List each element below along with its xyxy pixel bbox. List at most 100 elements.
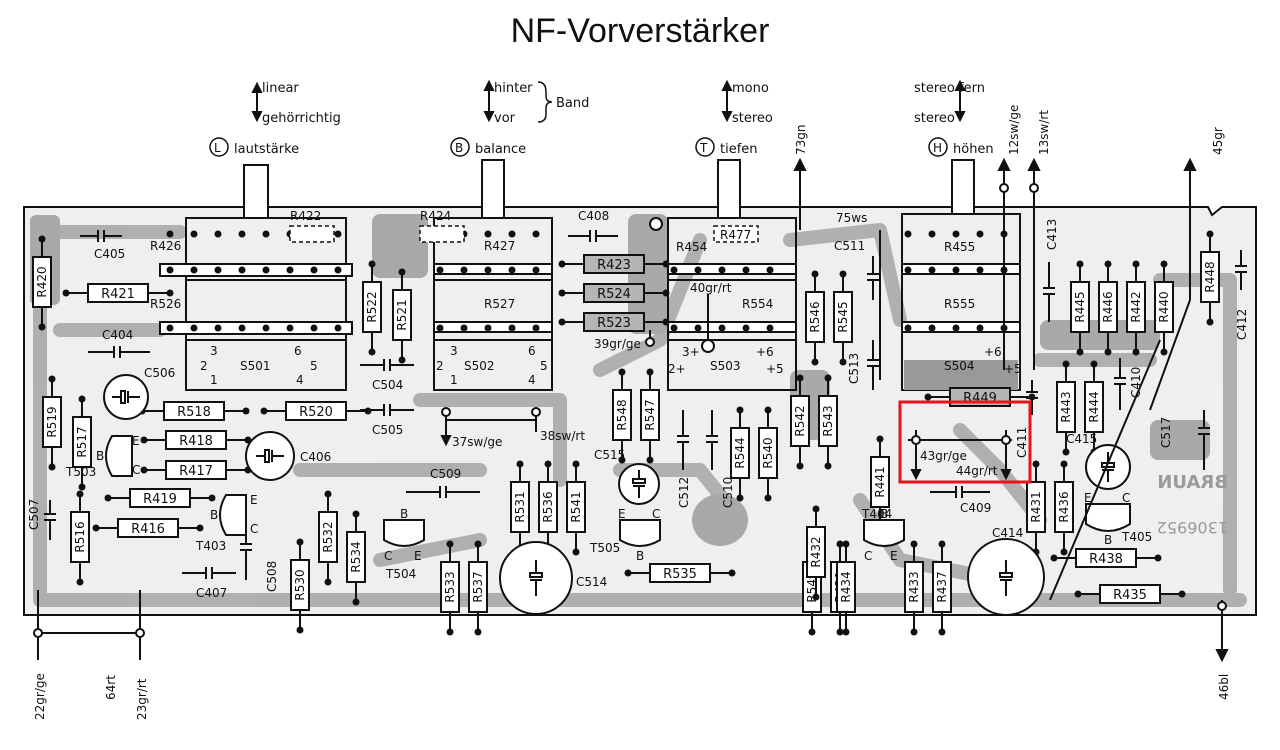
pin-b: B — [210, 508, 218, 522]
resistor-r527: R527 — [484, 297, 515, 311]
pin-c: C — [864, 549, 872, 563]
resistor-r436: R436 — [1054, 460, 1074, 556]
wire-terminals — [33, 183, 1227, 638]
pin-e: E — [250, 493, 258, 507]
resistor-r541: R541 — [566, 460, 586, 556]
resistor-label: R545 — [836, 301, 850, 332]
resistor-label: R446 — [1101, 291, 1115, 322]
resistor-r426: R426 — [150, 239, 181, 253]
resistor-r536: R536 — [538, 460, 558, 556]
pin-b: B — [636, 549, 644, 563]
control-letter: T — [699, 141, 708, 155]
control-letter: L — [214, 141, 221, 155]
resistor-r535: R535 — [624, 563, 736, 583]
resistor-label: R516 — [73, 521, 87, 552]
wire-label: 43gr/ge — [920, 449, 967, 463]
band-brace — [537, 81, 553, 123]
resistor-label: R543 — [821, 405, 835, 436]
transistor-label: T505 — [589, 541, 620, 555]
pin-number: 3+ — [682, 345, 700, 359]
switch-arrows — [251, 79, 966, 123]
resistor-label: R541 — [569, 491, 583, 522]
resistor-r534: R534 — [346, 510, 366, 606]
wire-label: 23gr/rt — [135, 678, 149, 720]
resistor-label: R424 — [420, 209, 451, 223]
pin-e: E — [890, 549, 898, 563]
resistor-r526: R526 — [150, 297, 181, 311]
resistor-r477: R477 — [713, 225, 759, 243]
resistor-r422: R422 — [289, 209, 335, 243]
resistor-label: R440 — [1157, 291, 1171, 322]
cap-label: C505 — [372, 423, 403, 437]
transistor-label: T405 — [1121, 530, 1152, 544]
resistor-r545: R545 — [833, 270, 853, 366]
pin-e: E — [414, 549, 422, 563]
resistor-label: R431 — [1029, 491, 1043, 522]
cap-label: C414 — [992, 526, 1023, 540]
pin-number: +6 — [756, 345, 774, 359]
control-circles — [209, 137, 948, 157]
pin-number: +6 — [984, 345, 1002, 359]
wire-label: 37sw/ge — [452, 435, 502, 449]
resistor-r537: R537 — [468, 540, 488, 636]
pin-number: 1 — [450, 373, 458, 387]
diagram-title: NF-Vorverstärker — [510, 12, 770, 50]
resistor-label: R455 — [944, 240, 975, 254]
pot-block-l — [185, 164, 347, 391]
cap-label: C408 — [578, 209, 609, 223]
pin-c: C — [132, 463, 140, 477]
resistor-label: R546 — [808, 301, 822, 332]
switch-label: vor — [494, 111, 516, 126]
resistor-r432: R432 — [806, 505, 826, 601]
cap-label: C506 — [144, 366, 175, 380]
resistor-r421: R421 — [62, 283, 174, 303]
cap-label: C406 — [300, 450, 331, 464]
control-name: höhen — [953, 142, 994, 157]
resistor-label: R421 — [101, 287, 135, 302]
pin-number: 6 — [528, 344, 536, 358]
pin-b: B — [400, 507, 408, 521]
resistor-label: R443 — [1059, 391, 1073, 422]
pin-c: C — [250, 522, 258, 536]
switch-label: Band — [556, 96, 589, 111]
wire-label: 13sw/rt — [1037, 110, 1051, 155]
resistor-r540: R540 — [758, 406, 778, 502]
resistor-r544: R544 — [730, 406, 750, 502]
resistor-r418: R418 — [140, 430, 252, 450]
resistor-label: R526 — [150, 297, 181, 311]
resistor-label: R437 — [935, 571, 949, 602]
wire-label: 39gr/ge — [594, 337, 641, 351]
resistor-label: R426 — [150, 239, 181, 253]
wire-label: 73gn — [794, 125, 808, 156]
cap-label: C412 — [1235, 309, 1249, 340]
resistor-label: R445 — [1073, 291, 1087, 322]
resistor-r521: R521 — [392, 268, 412, 364]
control-letter: B — [455, 141, 463, 155]
resistor-label: R418 — [179, 434, 213, 449]
resistor-label: R540 — [761, 437, 775, 468]
resistor-r443: R443 — [1056, 360, 1076, 456]
resistor-label: R544 — [733, 437, 747, 468]
cap-label: C409 — [960, 501, 991, 515]
resistor-r523: R523 — [558, 312, 670, 332]
cap-label: C405 — [94, 247, 125, 261]
highlight-box — [898, 400, 1032, 484]
resistor-r446: R446 — [1098, 260, 1118, 356]
resistor-label: R532 — [321, 521, 335, 552]
pin-number: 5 — [540, 359, 548, 373]
control-name: lautstärke — [234, 142, 299, 157]
resistor-label: R416 — [131, 522, 165, 537]
resistor-label: R542 — [793, 405, 807, 436]
pin-number: +5 — [766, 362, 784, 376]
resistor-r431: R431 — [1026, 460, 1046, 556]
pin-c: C — [1122, 491, 1130, 505]
control-name: tiefen — [720, 142, 758, 157]
resistor-r548: R548 — [612, 368, 632, 464]
switch-label: hinter — [494, 81, 533, 96]
cap-label: C510 — [721, 477, 735, 508]
resistor-label: R427 — [484, 239, 515, 253]
switch-label: gehörrichtig — [262, 111, 341, 126]
cap-label: C517 — [1159, 417, 1173, 448]
resistor-label: R535 — [663, 567, 697, 582]
resistor-label: R417 — [179, 464, 213, 479]
